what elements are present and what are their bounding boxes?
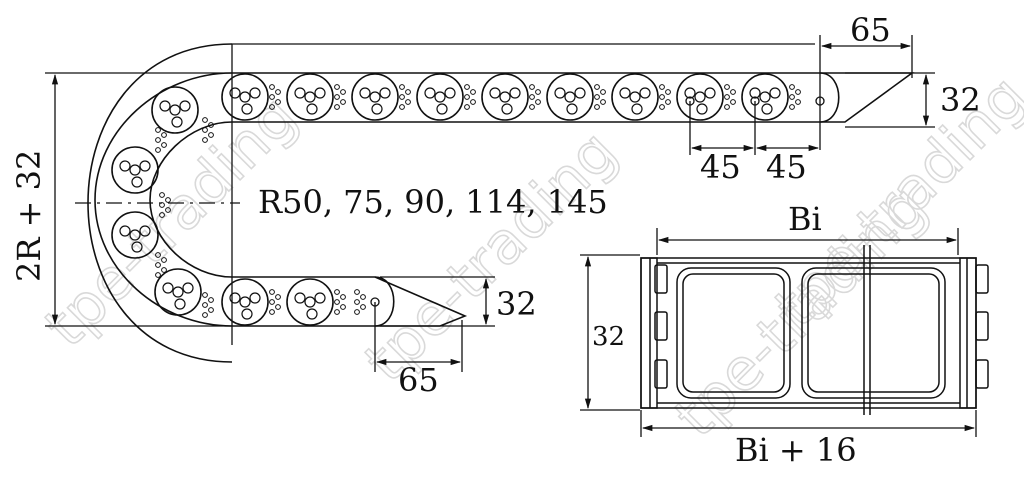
section-labels: Bi 32 Bi + 16	[592, 200, 857, 469]
watermark-1: tpe-trading	[32, 82, 310, 360]
label-section-32: 32	[592, 322, 625, 352]
label-top-65: 65	[850, 11, 891, 49]
left-side-plate	[640, 257, 658, 409]
label-2r-32: 2R + 32	[10, 150, 48, 282]
cross-section-view	[640, 245, 989, 415]
label-pitch-a: 45	[700, 148, 741, 186]
top-link-row	[221, 73, 801, 121]
dimension-lines	[45, 35, 935, 372]
bottom-end-cap	[374, 276, 395, 327]
compartment-left	[676, 267, 791, 399]
bend-band-inner	[149, 121, 233, 278]
label-bottom-65: 65	[398, 361, 439, 399]
label-pitch-b: 45	[766, 148, 807, 186]
section-dimensions	[580, 228, 977, 437]
label-bottom-32: 32	[496, 285, 537, 323]
label-bi-16: Bi + 16	[735, 431, 857, 469]
label-top-32: 32	[940, 81, 981, 119]
side-view-labels: 65 32 45 45 R50, 75, 90, 114, 145 2R + 3…	[10, 11, 981, 399]
bottom-link-row	[221, 278, 366, 326]
right-side-plate	[959, 257, 977, 409]
compartment-right	[801, 267, 946, 399]
label-bi: Bi	[788, 200, 822, 238]
top-end-cap	[819, 72, 840, 123]
label-radius: R50, 75, 90, 114, 145	[258, 183, 608, 221]
